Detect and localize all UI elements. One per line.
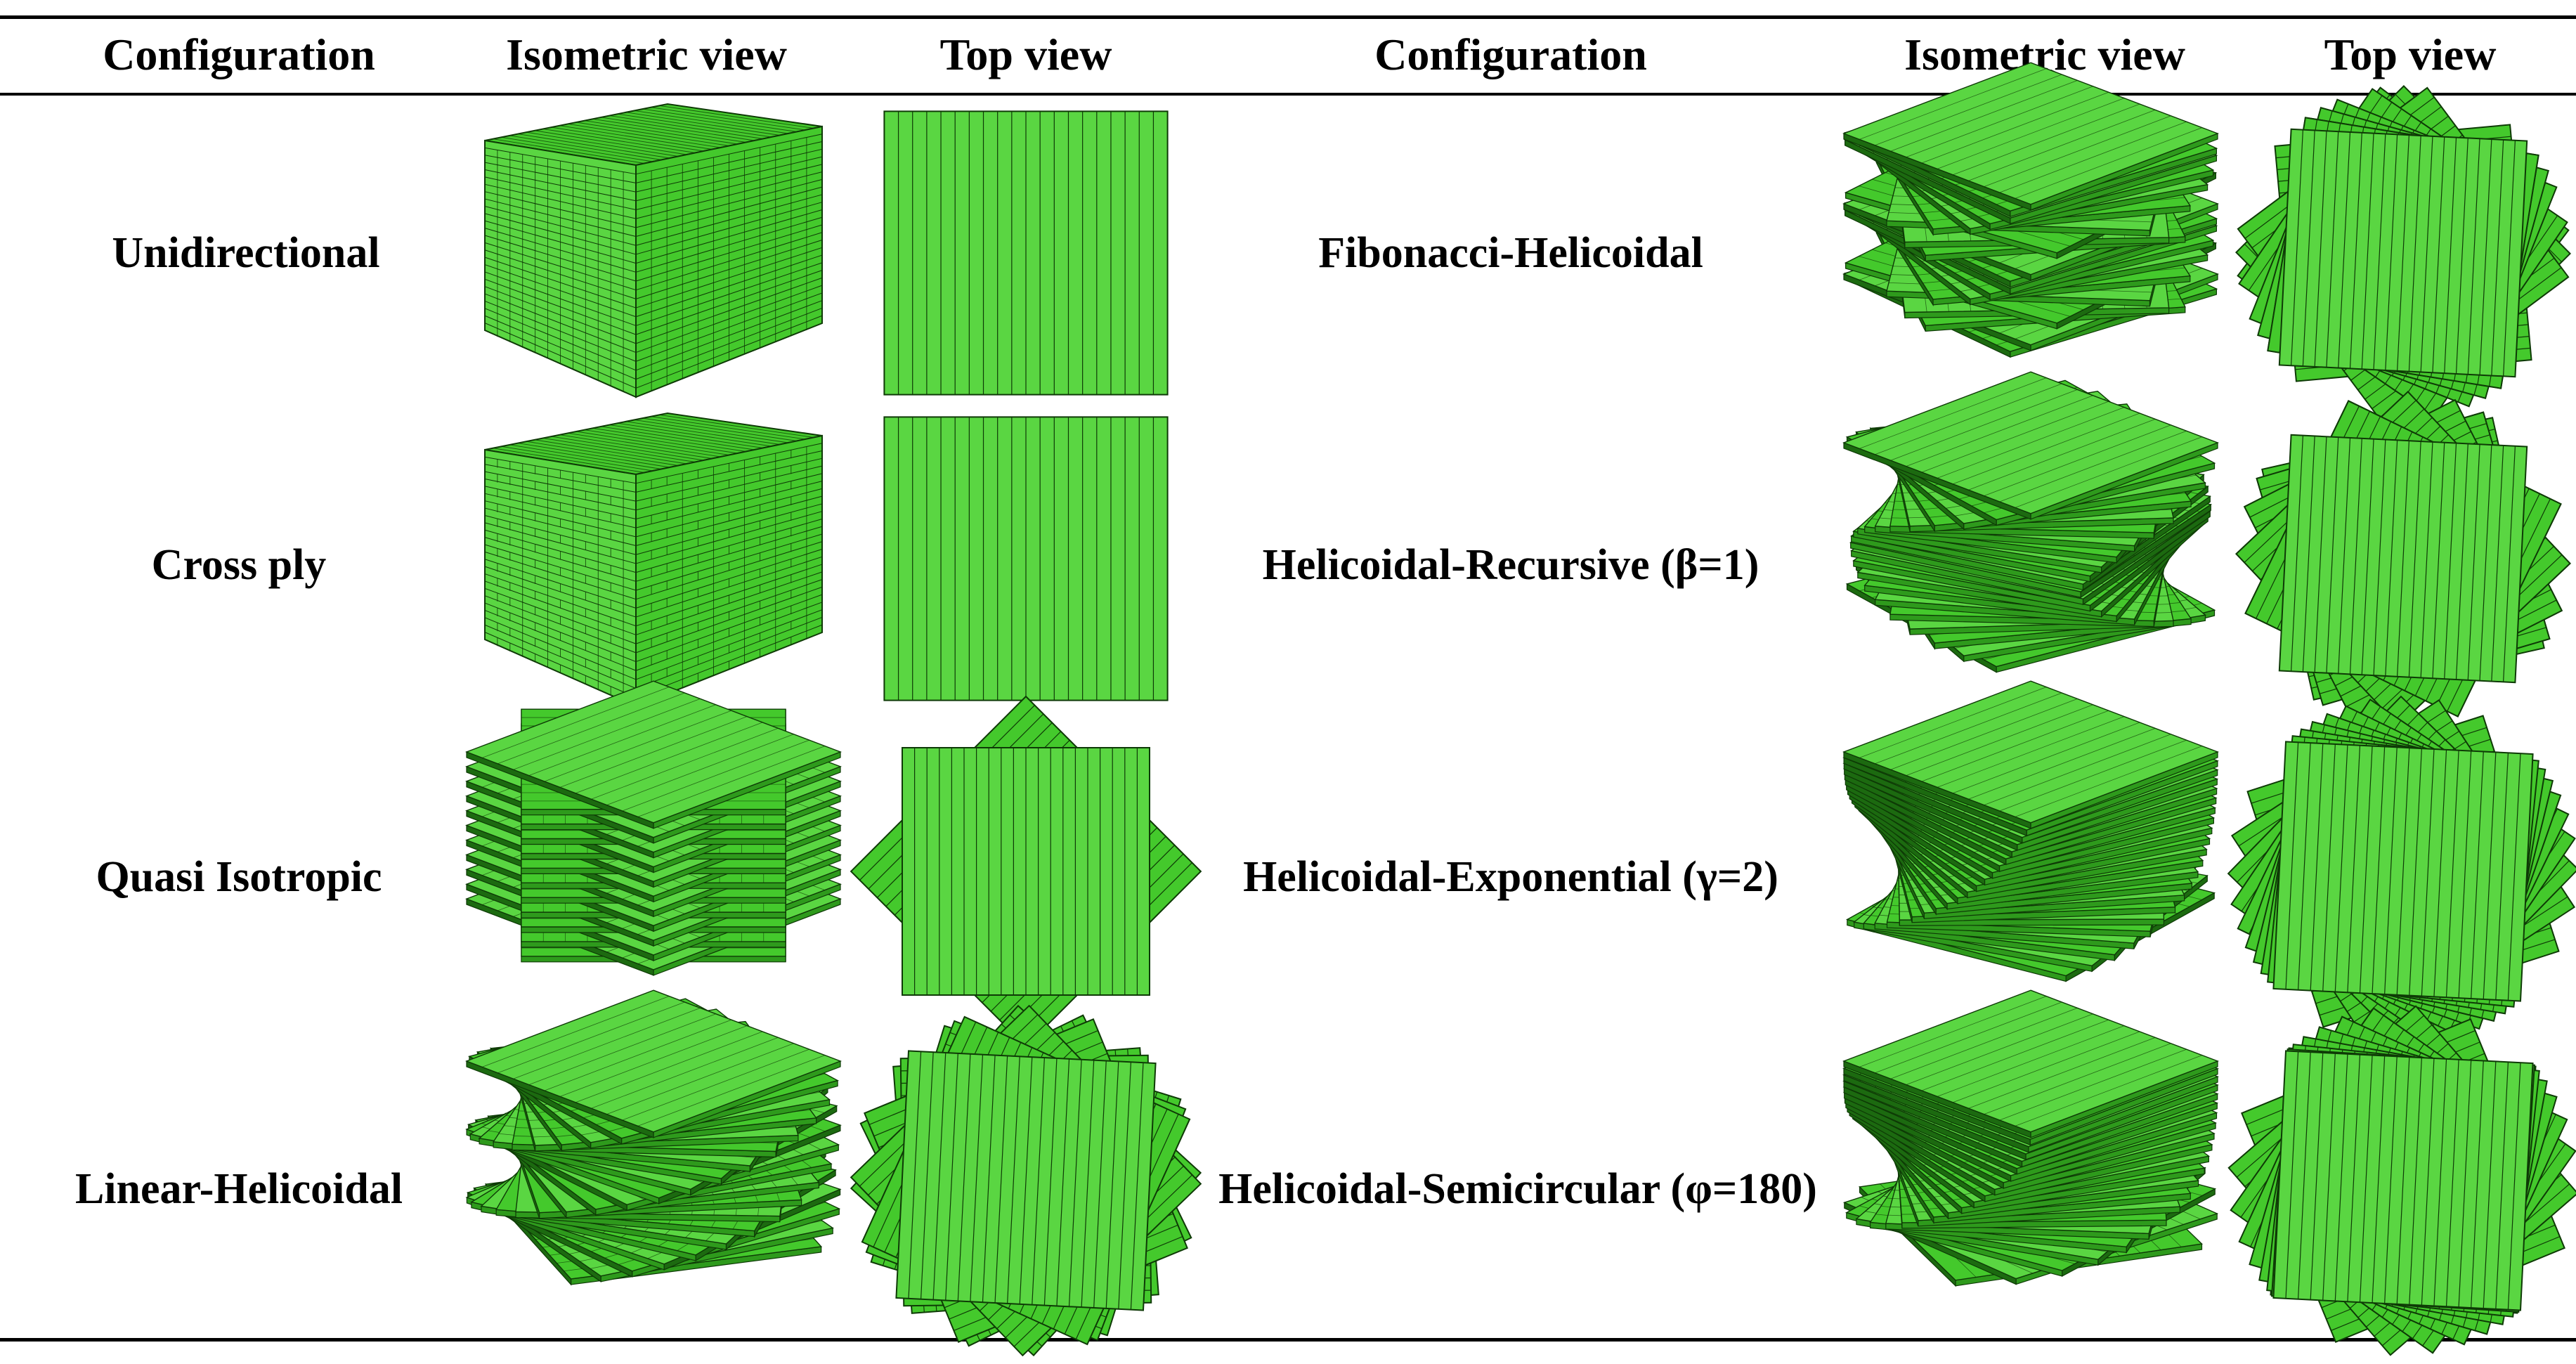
isometric-view-unidirectional xyxy=(484,103,823,398)
config-label: Linear-Helicoidal xyxy=(74,1164,403,1213)
top-view-helicoidal-recursive xyxy=(2235,391,2571,727)
top-rule xyxy=(0,15,2576,19)
bottom-rule xyxy=(0,1338,2576,1342)
config-label: Helicoidal-Semicircular (φ=180) xyxy=(1218,1164,1817,1213)
top-view-cross-ply xyxy=(883,416,1169,701)
top-view-quasi-isotropic xyxy=(850,695,1202,1048)
isometric-view-helicoidal-exponential xyxy=(1842,680,2219,982)
top-view-linear-helicoidal xyxy=(850,1004,1202,1357)
isometric-view-linear-helicoidal xyxy=(465,989,842,1286)
config-label: Helicoidal-Exponential (γ=2) xyxy=(1243,852,1778,901)
config-label: Cross ply xyxy=(151,540,327,589)
isometric-view-quasi-isotropic xyxy=(465,680,842,976)
config-label: Helicoidal-Recursive (β=1) xyxy=(1262,540,1759,589)
isometric-view-helicoidal-semicircular xyxy=(1842,989,2219,1287)
header-top-left: Top view xyxy=(939,30,1112,79)
header-rule xyxy=(0,93,2576,96)
top-view-fibonacci-helicoidal xyxy=(2235,84,2572,422)
top-view-helicoidal-exponential xyxy=(2227,695,2576,1048)
header-configuration-left: Configuration xyxy=(103,30,375,79)
config-label: Fibonacci-Helicoidal xyxy=(1318,228,1703,277)
isometric-view-fibonacci-helicoidal xyxy=(1842,62,2219,358)
config-label: Unidirectional xyxy=(112,228,380,277)
header-top-right: Top view xyxy=(2324,30,2497,79)
config-label: Quasi Isotropic xyxy=(96,852,382,901)
isometric-view-cross-ply xyxy=(484,412,823,708)
header-configuration-right: Configuration xyxy=(1374,30,1647,79)
top-view-helicoidal-semicircular xyxy=(2227,1005,2576,1356)
top-view-unidirectional xyxy=(883,110,1169,396)
isometric-view-helicoidal-recursive xyxy=(1842,371,2219,673)
header-isometric-left: Isometric view xyxy=(506,30,787,79)
